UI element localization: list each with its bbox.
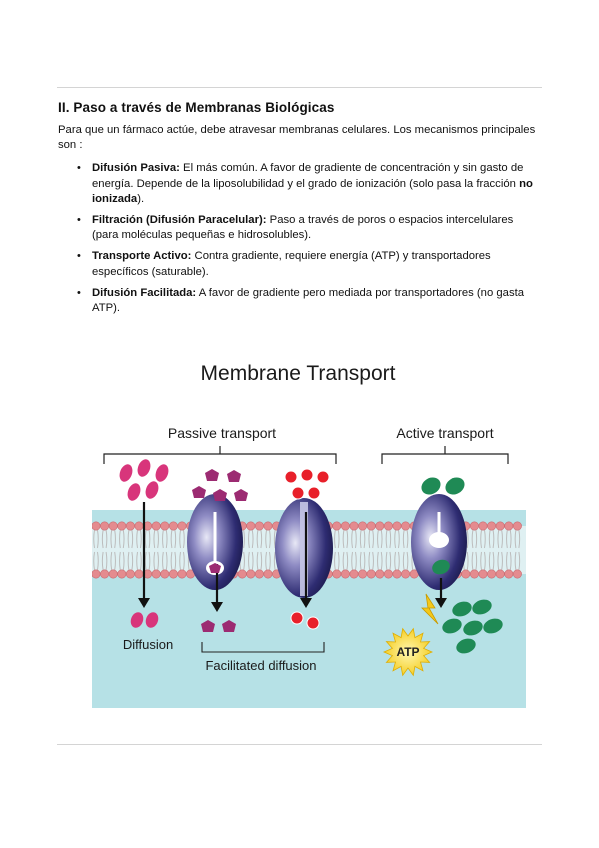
- red-molecules: [284, 468, 330, 630]
- passive-bracket: [103, 446, 337, 464]
- section-content: II. Paso a través de Membranas Biológica…: [58, 100, 542, 322]
- term-active-transport: Transporte Activo:: [92, 250, 192, 263]
- channel-protein: [275, 498, 333, 598]
- term-non-ionized: no ionizada: [92, 177, 533, 205]
- list-item-facilitated-diffusion: Difusión Facilitada: A favor de gradient…: [74, 286, 542, 316]
- active-bracket: [381, 446, 509, 464]
- diffusion-label: Diffusion: [123, 637, 173, 652]
- bottom-divider: [57, 744, 542, 745]
- top-divider: [57, 87, 542, 88]
- mechanisms-list: Difusión Pasiva: El más común. A favor d…: [58, 161, 542, 316]
- pump-protein-active: [411, 494, 467, 590]
- intro-paragraph: Para que un fármaco actúe, debe atravesa…: [58, 124, 536, 152]
- atp-burst: ATP: [382, 627, 434, 677]
- desc-active-transport: Contra gradiente, requiere energía (ATP)…: [92, 250, 491, 278]
- desc-facilitated-diffusion: A favor de gradiente pero mediada por tr…: [92, 286, 525, 315]
- list-item-passive-diffusion: Difusión Pasiva: El más común. A favor d…: [74, 161, 542, 207]
- figure-title: Membrane Transport: [201, 362, 396, 385]
- facilitated-diffusion-label: Facilitated diffusion: [205, 658, 316, 673]
- pink-molecules: [119, 459, 169, 628]
- atp-label: ATP: [396, 645, 419, 659]
- passive-transport-label: Passive transport: [168, 425, 276, 441]
- list-item-filtration: Filtración (Difusión Paracelular): Paso …: [74, 213, 542, 243]
- purple-molecules: [192, 469, 248, 632]
- term-filtration: Filtración (Difusión Paracelular):: [92, 214, 267, 227]
- desc-passive-diffusion-a: El más común. A favor de gradiente de co…: [92, 162, 524, 190]
- active-transport-label: Active transport: [396, 425, 493, 441]
- transport-arrows: [138, 502, 447, 612]
- list-item-active-transport: Transporte Activo: Contra gradiente, req…: [74, 249, 542, 279]
- carrier-protein-facilitated: [187, 494, 243, 590]
- section-heading: II. Paso a través de Membranas Biológica…: [58, 100, 335, 115]
- desc-filtration: Paso a través de poros o espacios interc…: [92, 214, 514, 242]
- term-facilitated-diffusion: Difusión Facilitada:: [92, 286, 197, 299]
- membrane-transport-figure: Membrane Transport Passive transport Act…: [92, 352, 526, 708]
- term-passive-diffusion: Difusión Pasiva:: [92, 162, 180, 175]
- facilitated-bracket: [201, 642, 325, 653]
- membrane-transport-diagram: Membrane Transport Passive transport Act…: [92, 352, 526, 708]
- energy-bolt-icon: [421, 593, 439, 625]
- desc-passive-diffusion-b: ).: [137, 192, 145, 205]
- green-molecules: [421, 477, 503, 654]
